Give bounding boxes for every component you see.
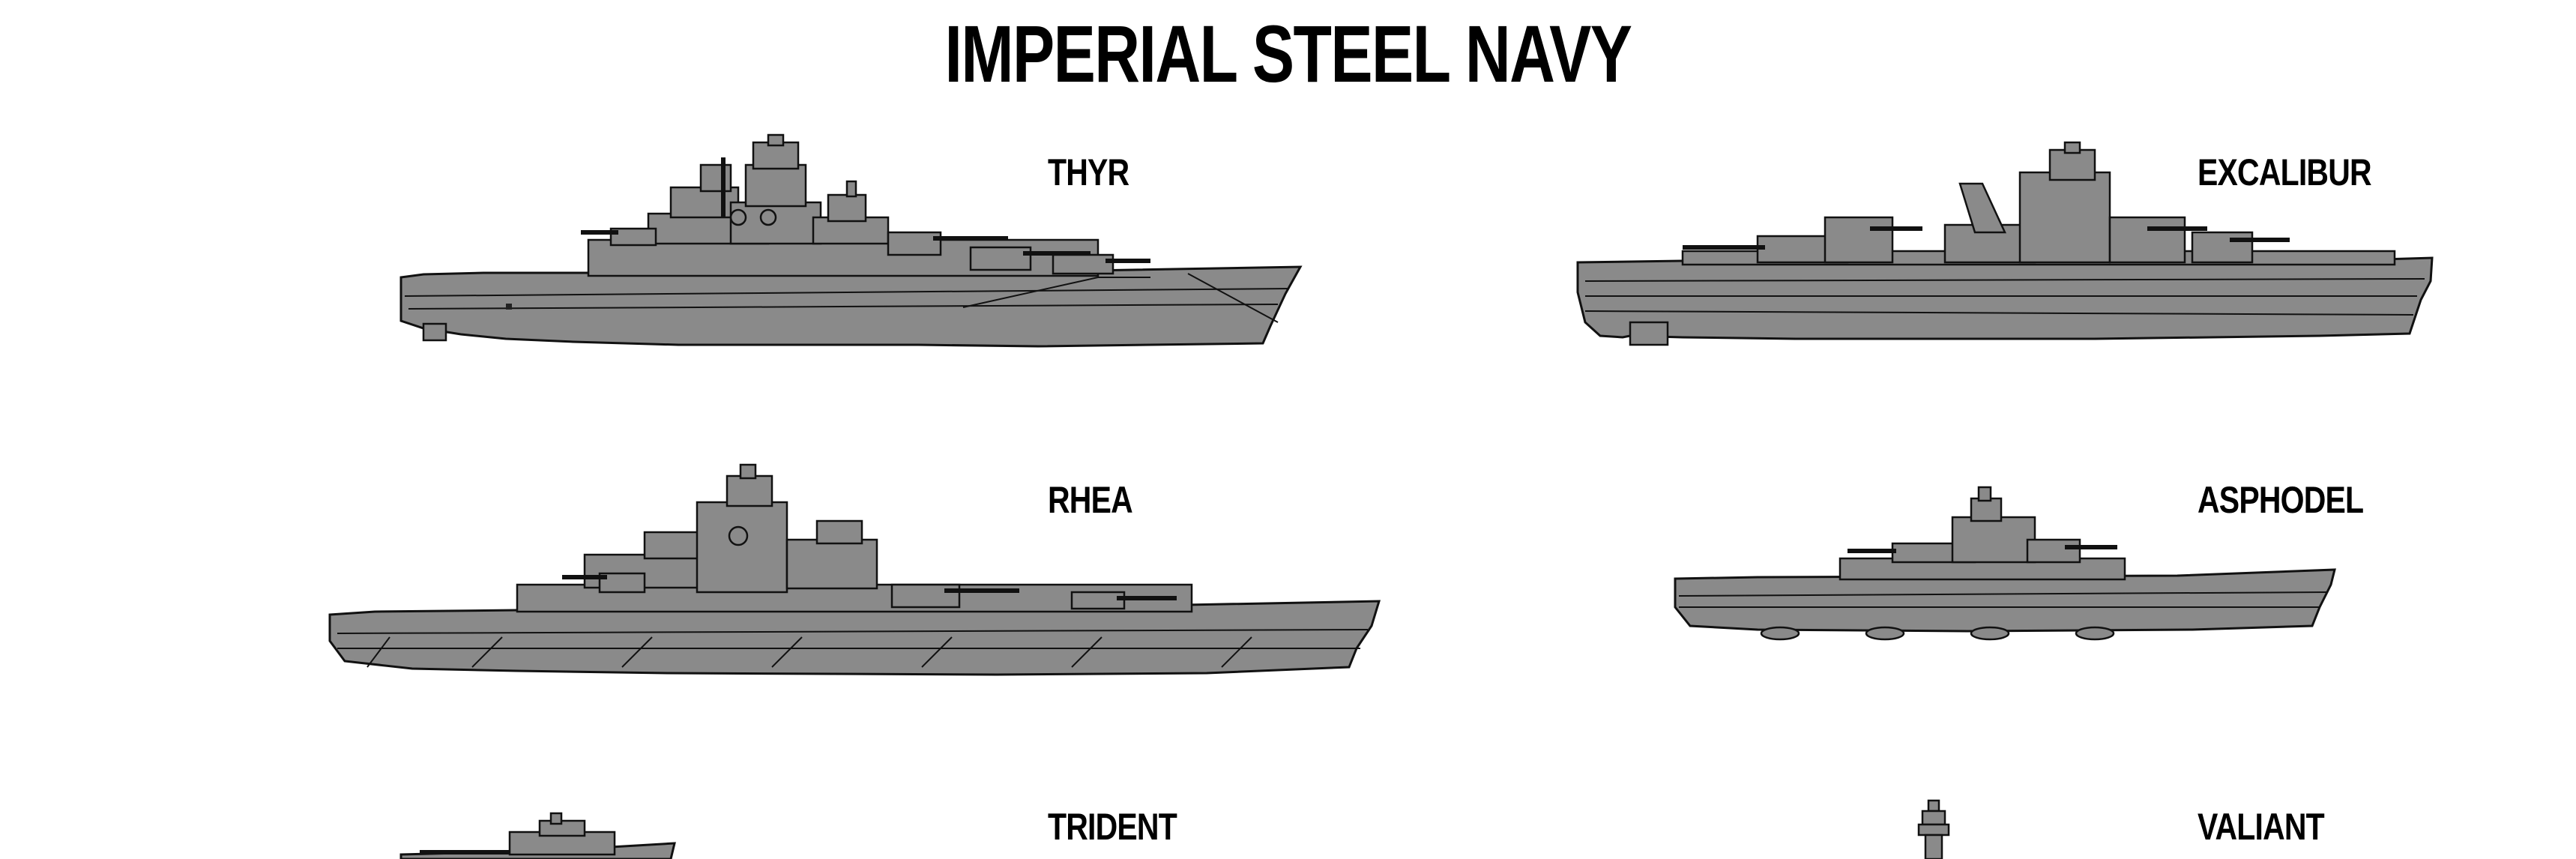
ship-label-thyr: THYR — [1048, 151, 1129, 193]
ship-label-valiant: VALIANT — [2198, 806, 2325, 848]
ship-illustration-excalibur — [1570, 141, 2440, 352]
ship-label-rhea: RHEA — [1048, 479, 1133, 521]
page-title: IMPERIAL STEEL NAVY — [944, 8, 1632, 99]
ship-illustration-valiant — [1915, 799, 1952, 859]
ship-label-asphodel: ASPHODEL — [2198, 479, 2364, 521]
ship-illustration-asphodel — [1668, 486, 2342, 652]
ship-label-excalibur: EXCALIBUR — [2198, 151, 2372, 193]
ship-illustration-trident — [397, 812, 682, 859]
ship-illustration-rhea — [322, 463, 1387, 682]
ship-illustration-thyr — [393, 133, 1308, 352]
ship-label-trident: TRIDENT — [1048, 806, 1177, 848]
